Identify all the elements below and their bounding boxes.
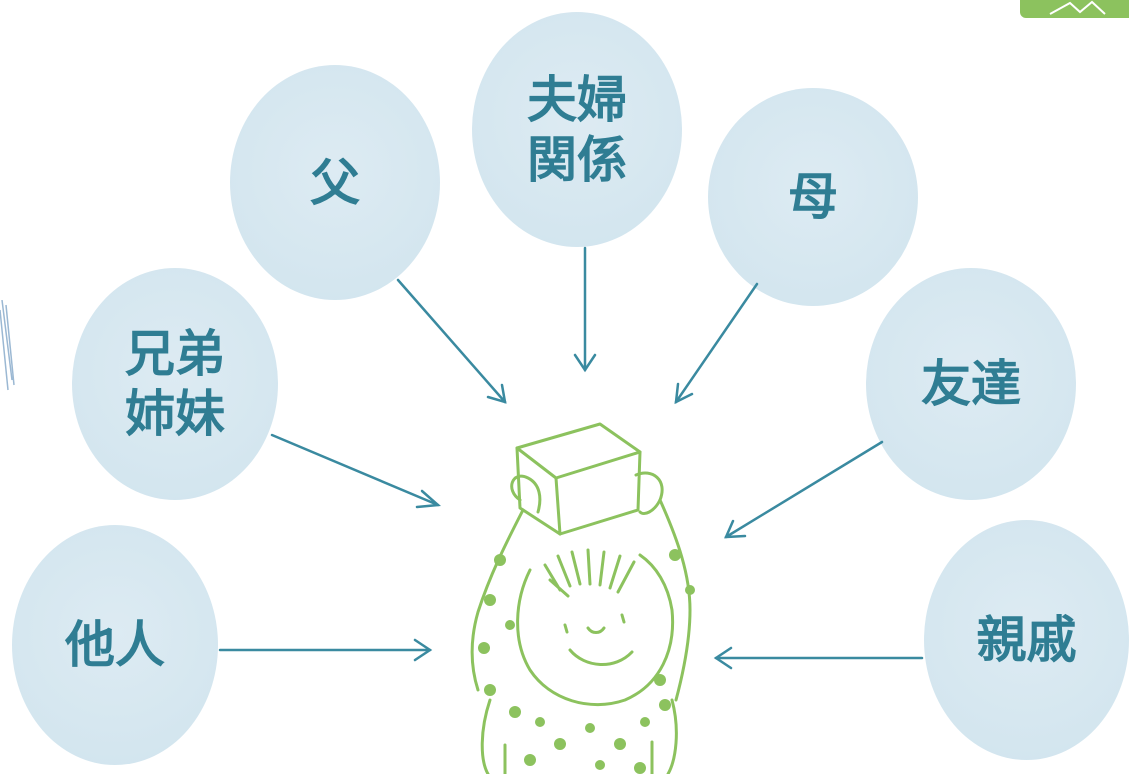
arrow-siblings [270, 433, 442, 509]
node-couple-label: 夫婦 関係 [527, 69, 627, 189]
decorative-stroke-icon [0, 299, 16, 404]
node-others: 他人 [12, 525, 218, 765]
node-father-label: 父 [310, 152, 360, 212]
arrow-relatives [713, 646, 924, 670]
node-couple-relationship: 夫婦 関係 [472, 12, 682, 247]
node-father: 父 [230, 65, 440, 300]
arrow-mother [674, 282, 759, 405]
node-relatives: 親戚 [924, 520, 1129, 760]
node-others-label: 他人 [65, 615, 165, 674]
node-mother-label: 母 [788, 167, 838, 226]
child-holding-box-icon [470, 422, 692, 774]
node-relatives-label: 親戚 [976, 610, 1077, 669]
arrow-father [396, 278, 507, 404]
child-dots-icon [478, 549, 695, 774]
node-siblings: 兄弟 姉妹 [72, 268, 278, 500]
arrow-friends [724, 440, 884, 539]
arrow-couple [573, 246, 597, 373]
node-friends-label: 友達 [921, 354, 1021, 413]
green-logo-icon [1020, 0, 1129, 18]
arrow-others [218, 638, 433, 662]
node-siblings-label: 兄弟 姉妹 [125, 324, 225, 443]
node-mother: 母 [708, 88, 918, 306]
node-friends: 友達 [866, 268, 1076, 500]
